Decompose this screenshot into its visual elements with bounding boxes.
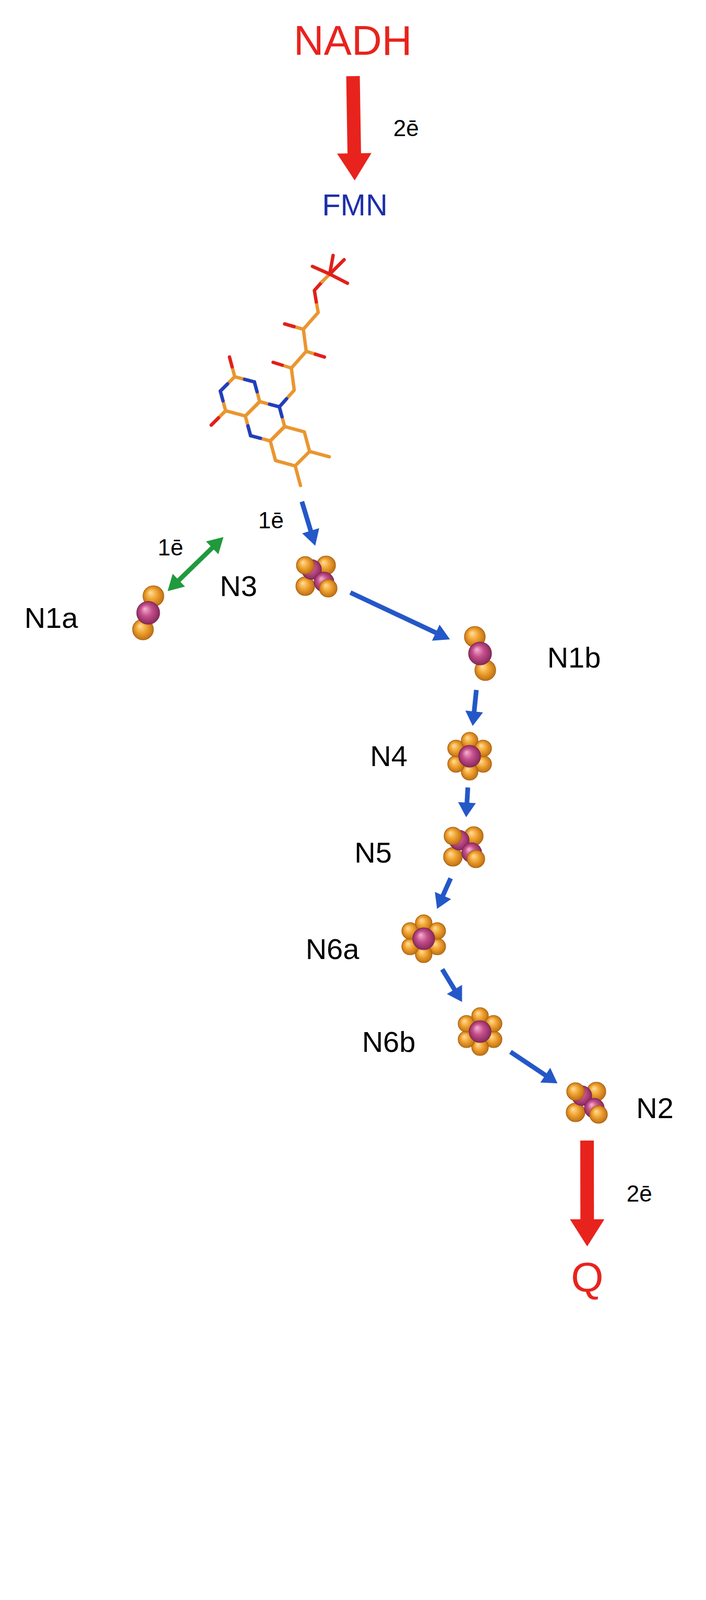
cluster-label: N2: [636, 1092, 674, 1126]
electron-transfer-arrow: [350, 592, 450, 641]
substrate-node: NADH: [293, 16, 413, 65]
substrate-node: Q: [570, 1254, 604, 1303]
cluster-label: N5: [354, 836, 392, 870]
electron-transfer-arrow: [458, 787, 476, 818]
electron-transfer-arrow: [302, 501, 320, 547]
substrate-label: Q: [570, 1254, 604, 1303]
cluster-label: N4: [369, 739, 408, 774]
cluster-label: N6a: [305, 932, 360, 967]
cluster-label: N1b: [547, 641, 602, 675]
cofactor-label: FMN: [198, 187, 512, 223]
cluster-node: N3: [290, 551, 343, 604]
electron-transfer-arrow: [442, 970, 463, 1003]
electron-transfer-arrow: [510, 1052, 558, 1084]
electron-count-label: 1ē: [157, 534, 184, 561]
cluster-label: N1a: [24, 601, 79, 636]
electron-transfer-arrow: [465, 690, 484, 727]
cluster-node: N6a: [397, 913, 450, 966]
iron-sulfur-cluster: [290, 551, 343, 604]
iron-sulfur-cluster: [397, 913, 450, 966]
cluster-node: N1a: [124, 581, 172, 645]
iron-sulfur-cluster: [453, 1006, 507, 1059]
electron-count-label: 2ē: [626, 1180, 653, 1208]
cofactor-node: FMN: [198, 187, 512, 501]
electron-transfer-arrow: [434, 878, 451, 910]
iron-sulfur-cluster: [438, 821, 491, 875]
cluster-node: N4: [443, 730, 496, 783]
cluster-label: N6b: [362, 1025, 416, 1060]
cluster-node: N5: [438, 821, 491, 875]
electron-transfer-arrow: [569, 1141, 605, 1248]
iron-sulfur-cluster: [443, 730, 496, 783]
iron-sulfur-cluster: [560, 1077, 614, 1130]
iron-sulfur-cluster: [456, 622, 504, 686]
iron-sulfur-cluster: [124, 581, 172, 645]
electron-transfer-arrow: [337, 76, 372, 181]
electron-count-label: 1ē: [258, 507, 284, 535]
cluster-node: N2: [560, 1077, 614, 1130]
cluster-label: N3: [219, 569, 258, 604]
substrate-label: NADH: [293, 16, 413, 65]
cluster-node: N1b: [456, 622, 504, 686]
electron-count-label: 2ē: [393, 115, 420, 142]
cluster-node: N6b: [453, 1006, 507, 1059]
